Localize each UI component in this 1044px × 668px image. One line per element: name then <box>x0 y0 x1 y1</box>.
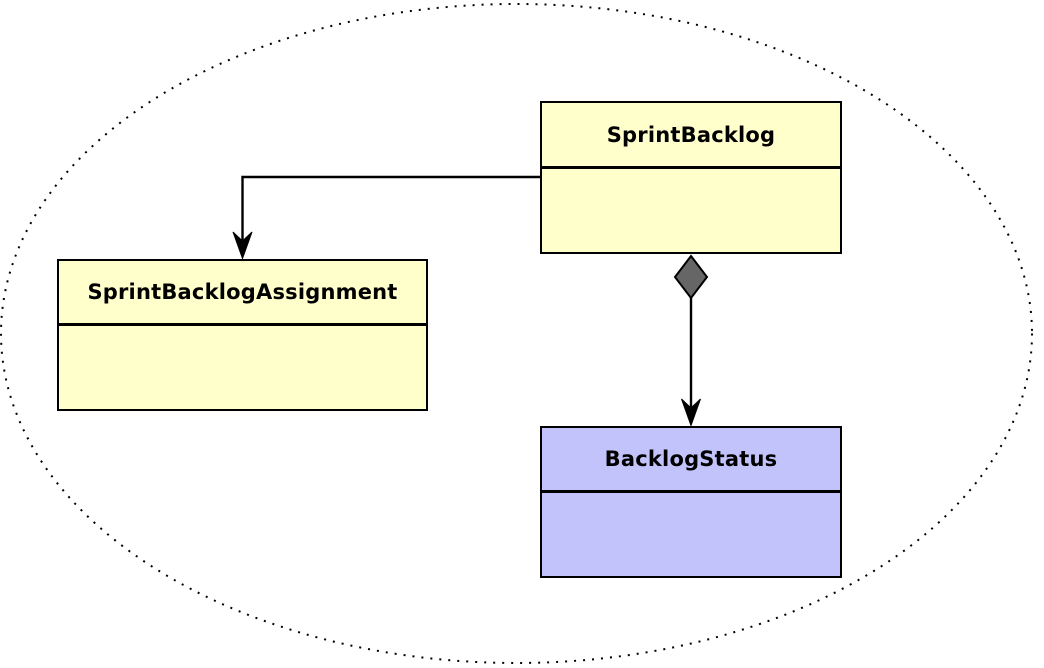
class-attributes-backlog-status <box>542 493 840 576</box>
class-name-backlog-status: BacklogStatus <box>542 428 840 493</box>
class-attributes-sprint-backlog-assignment <box>59 326 426 409</box>
class-name-sprint-backlog-assignment: SprintBacklogAssignment <box>59 261 426 326</box>
composition-diamond <box>673 254 709 300</box>
edge-sprint-backlog-to-assignment <box>232 175 540 260</box>
class-name-sprint-backlog: SprintBacklog <box>542 103 840 169</box>
edge-sprint-backlog-to-status <box>673 254 709 427</box>
class-box-backlog-status[interactable]: BacklogStatus <box>540 426 842 578</box>
class-box-sprint-backlog-assignment[interactable]: SprintBacklogAssignment <box>57 259 428 411</box>
class-attributes-sprint-backlog <box>542 169 840 252</box>
class-box-sprint-backlog[interactable]: SprintBacklog <box>540 101 842 254</box>
